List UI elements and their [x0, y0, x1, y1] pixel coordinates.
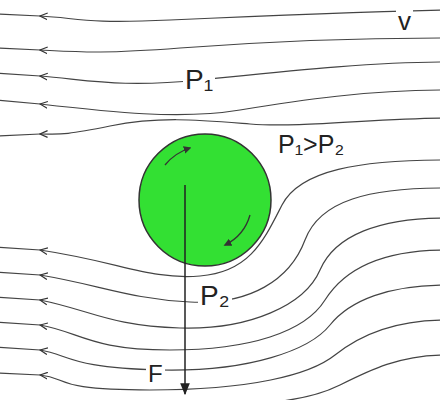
streamline: [40, 118, 440, 134]
streamline: [40, 250, 440, 350]
streamline: [40, 10, 440, 21]
streamline: [40, 62, 440, 83]
spinning-ball: [139, 134, 271, 266]
streamline: [200, 355, 440, 400]
streamlines: [0, 10, 440, 400]
streamline: [0, 297, 40, 300]
streamline: [0, 73, 40, 76]
streamline: [40, 90, 440, 115]
streamline: [0, 247, 40, 250]
streamline: [0, 134, 40, 136]
streamline: [0, 322, 40, 325]
streamline: [40, 320, 440, 390]
streamline: [0, 347, 40, 350]
pressure-relation: P₁>P₂: [276, 132, 346, 157]
pressure-label: P₂: [198, 282, 232, 310]
rotation-arrow: [165, 148, 190, 165]
streamline: [0, 100, 40, 104]
streamline: [0, 373, 40, 375]
rotation-arrow: [225, 215, 250, 245]
streamline: [40, 38, 440, 52]
force-label: F: [146, 362, 165, 386]
pressure-label: P₁: [183, 66, 215, 94]
streamline: [0, 272, 40, 275]
velocity-label: v: [396, 8, 413, 34]
streamline: [0, 14, 40, 16]
streamline: [0, 48, 40, 50]
streamline: [40, 285, 440, 370]
force-arrow: [184, 185, 186, 394]
